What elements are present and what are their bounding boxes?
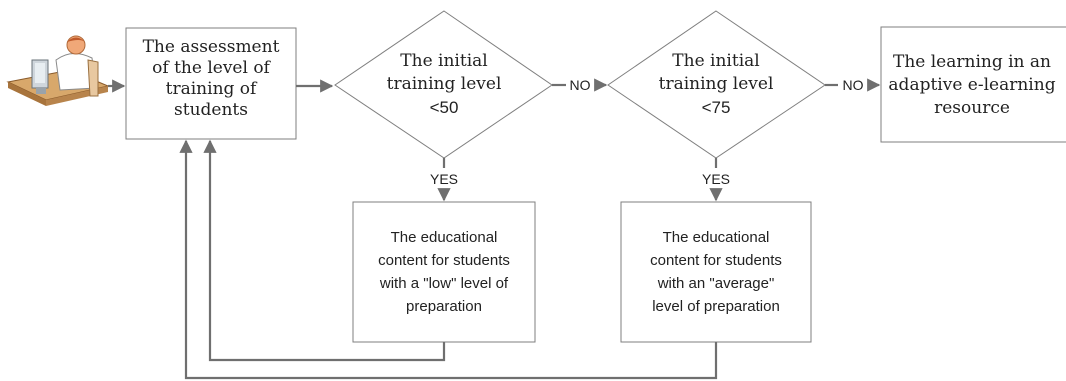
decision-1-line-1: The initial	[400, 51, 487, 71]
assessment-line-3: training of	[166, 79, 258, 99]
decision-2-line-3: <75	[702, 98, 731, 117]
low-content-line-2: content for students	[378, 252, 510, 269]
learning-line-2: adaptive e-learning	[888, 75, 1055, 95]
decision-2-line-2: training level	[659, 74, 774, 94]
feedback-arrow-average	[179, 139, 718, 380]
yes-label-1: YES	[430, 171, 458, 187]
assessment-line-4: students	[174, 100, 248, 120]
yes-label-2: YES	[702, 171, 730, 187]
decision-1-line-2: training level	[387, 74, 502, 94]
decision-1-diamond: The initial training level <50	[334, 10, 553, 159]
low-content-line-3: with a "low" level of	[379, 275, 509, 292]
assessment-line-2: of the level of	[152, 58, 271, 78]
low-content-line-1: The educational	[391, 229, 498, 246]
learning-box: The learning in an adaptive e-learning r…	[880, 26, 1066, 143]
average-content-line-1: The educational	[663, 229, 770, 246]
no-label-1: NO	[570, 77, 591, 93]
decision-1-line-3: <50	[430, 98, 459, 117]
average-content-line-2: content for students	[650, 252, 782, 269]
low-content-box: The educational content for students wit…	[352, 201, 536, 343]
average-content-line-3: with an "average"	[657, 275, 775, 292]
decision-2-diamond: The initial training level <75	[607, 10, 826, 159]
low-content-line-4: preparation	[406, 298, 482, 315]
assessment-line-1: The assessment	[143, 37, 280, 57]
learning-line-1: The learning in an	[893, 52, 1051, 72]
average-content-box: The educational content for students wit…	[620, 201, 812, 343]
decision-2-line-1: The initial	[672, 51, 759, 71]
assessment-box: The assessment of the level of training …	[125, 27, 297, 140]
average-content-line-4: level of preparation	[652, 298, 780, 315]
learning-line-3: resource	[934, 98, 1010, 118]
no-label-2: NO	[843, 77, 864, 93]
feedback-arrow-low	[203, 139, 446, 362]
student-at-computer-icon	[6, 35, 110, 106]
